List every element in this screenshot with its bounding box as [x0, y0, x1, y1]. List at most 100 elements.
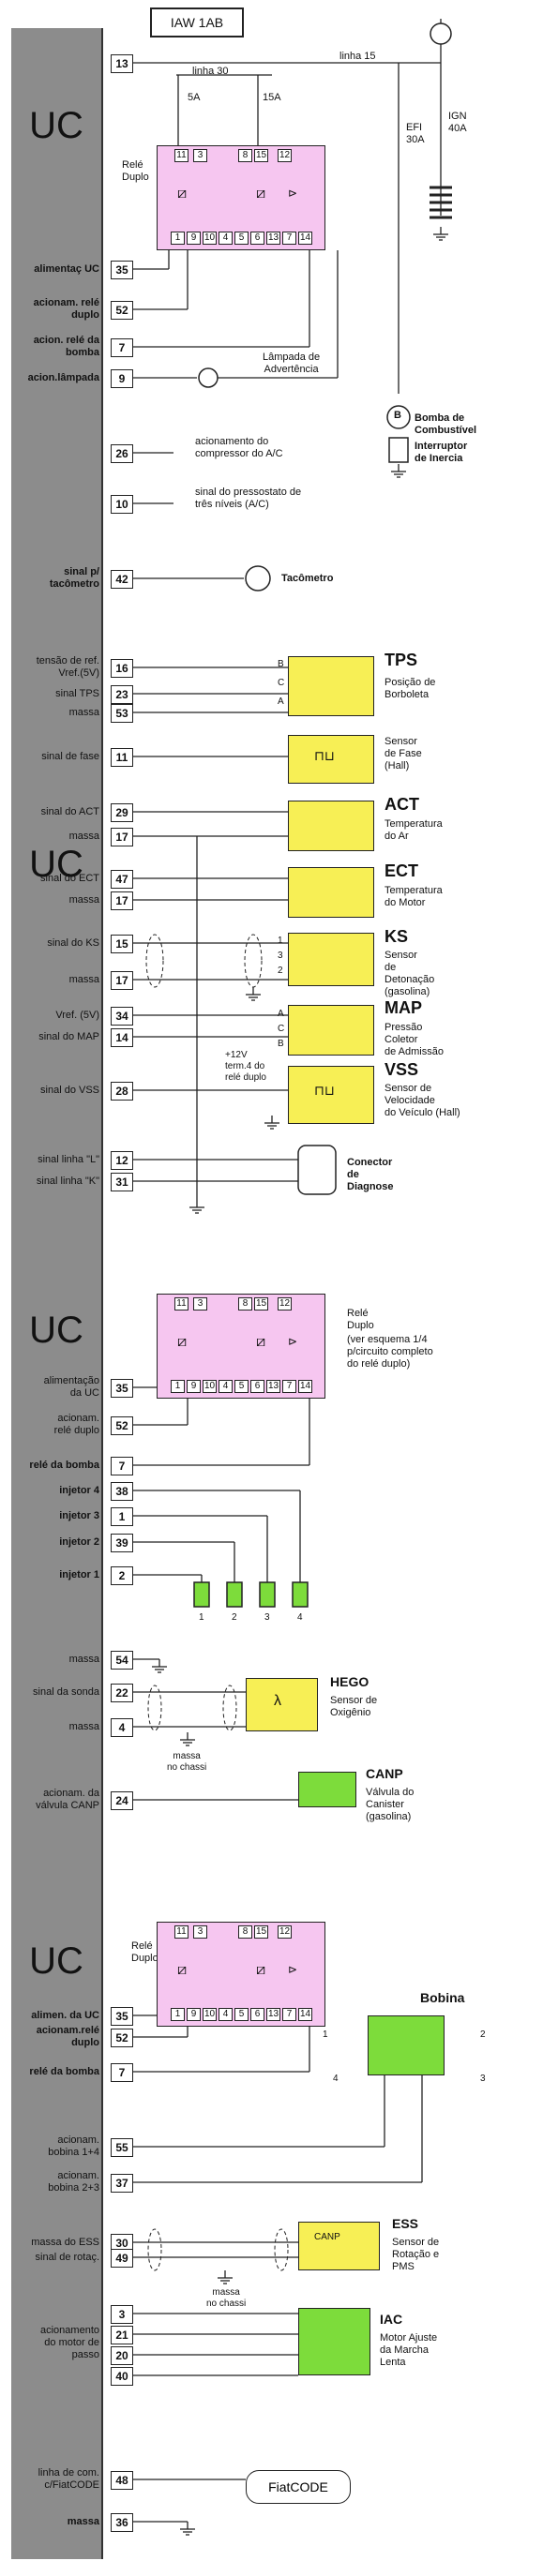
s2-2-pin: 53 [111, 704, 133, 723]
fuse-15a: 15A [263, 92, 281, 103]
ess-shield-2 [274, 2228, 289, 2271]
s2-3-label: sinal de fase [41, 750, 99, 762]
s1-2-pin: 52 [111, 301, 133, 320]
s2-7-pin: 17 [111, 891, 133, 910]
s4-0-label: alimen. da UC [31, 2009, 99, 2021]
relay2-bottom-pin: 1 [171, 1380, 185, 1393]
relay3-bottom-pin: 13 [266, 2008, 280, 2021]
relay3-bottom-pin: 7 [282, 2008, 296, 2021]
s4-4-pin: 37 [111, 2174, 133, 2193]
relay1-bottom-pin: 6 [250, 232, 264, 245]
s4-6-pin: 49 [111, 2249, 133, 2268]
map-name: MAP [385, 998, 422, 1017]
uc-control-unit-bar [11, 28, 103, 2559]
relay2-top-pin: 3 [193, 1297, 207, 1310]
s4-10-pin: 40 [111, 2367, 133, 2386]
ess-icon: CANP [314, 2232, 340, 2242]
s1-1-label: alimentaç UC [34, 262, 99, 275]
s4-4-label: acionam.bobina 2+3 [48, 2170, 99, 2194]
s2-1-label: sinal TPS [55, 687, 99, 699]
s1-6-pin: 10 [111, 495, 133, 514]
ks-pin-2: 2 [278, 966, 283, 976]
relay2-top-pin: 8 [238, 1297, 252, 1310]
pump-letter: B [394, 410, 401, 421]
relay3-bottom-pin: 14 [298, 2008, 312, 2021]
s3-7-label: massa [68, 1653, 99, 1665]
s1-7-pin: 42 [111, 570, 133, 589]
relay2-bottom-pin: 9 [187, 1380, 201, 1393]
ess-name: ESS [392, 2216, 419, 2231]
relay3-bottom-pin: 10 [203, 2008, 217, 2021]
uc-label-2: UC [29, 844, 83, 885]
relay1-switch-2: ⧄ [256, 186, 266, 202]
injector-2-icon [226, 1581, 243, 1608]
relay3-bottom-pin: 5 [234, 2008, 249, 2021]
hall-icon: ⊓⊔ [314, 748, 335, 763]
s2-13-label: sinal linha "L" [38, 1153, 99, 1165]
ks-pin-3: 3 [278, 951, 283, 961]
s2-5-label: massa [68, 830, 99, 842]
s3-3-pin: 38 [111, 1482, 133, 1501]
s3-9-pin: 4 [111, 1718, 133, 1737]
relay2-bottom-pin: 4 [219, 1380, 233, 1393]
iac-name: IAC [380, 2312, 403, 2327]
bobina-num-1: 1 [323, 2029, 328, 2040]
s2-3-pin: 11 [111, 748, 133, 767]
s4-2-pin: 7 [111, 2063, 133, 2082]
s3-5-label: injetor 2 [59, 1535, 99, 1548]
map-pin-A: A [278, 1009, 284, 1019]
s3-2-label: relé da bomba [29, 1459, 99, 1471]
s1-4-label: acion.lâmpada [27, 371, 99, 383]
s3-7-pin: 54 [111, 1651, 133, 1670]
relay1-bottom-pin: 1 [171, 232, 185, 245]
map-pin-B: B [278, 1039, 284, 1049]
s3-4-label: injetor 3 [59, 1509, 99, 1521]
s3-8-label: sinal da sonda [33, 1685, 99, 1698]
diagram-title: IAW 1AB [150, 7, 244, 37]
linha15-label: linha 15 [339, 51, 376, 62]
s2-9-label: massa [68, 973, 99, 985]
s2-11-pin: 14 [111, 1028, 133, 1047]
ks-name: KS [385, 927, 409, 946]
relay2-bottom-pin: 13 [266, 1380, 280, 1393]
relay1-bottom-pin: 7 [282, 232, 296, 245]
hego-sensor [246, 1678, 318, 1731]
s4-7-pin: 3 [111, 2305, 133, 2324]
relay1-top-pin: 12 [278, 149, 292, 162]
relay2-top-pin: 12 [278, 1297, 292, 1310]
injector-1-icon [193, 1581, 210, 1608]
injector-num-2: 2 [232, 1612, 237, 1623]
injector-num-4: 4 [297, 1612, 303, 1623]
relay1-diode: ⊳ [288, 187, 298, 200]
s4-3-pin: 55 [111, 2138, 133, 2157]
s3-6-pin: 2 [111, 1566, 133, 1585]
vss-sensor [288, 1066, 374, 1124]
s2-10-label: Vref. (5V) [55, 1009, 99, 1021]
bobina-name: Bobina [420, 1990, 465, 2005]
relay3-top-pin: 12 [278, 1925, 292, 1939]
s1-7-label: sinal p/tacômetro [49, 566, 99, 590]
tps-sensor [288, 656, 374, 716]
s2-8-label: sinal do KS [47, 936, 99, 949]
tps-pin-A: A [278, 696, 284, 707]
act-name: ACT [385, 795, 419, 814]
relay3-bottom-pin: 4 [219, 2008, 233, 2021]
relay1-bottom-pin: 9 [187, 232, 201, 245]
relay1-bottom-pin: 4 [219, 232, 233, 245]
s4-3-label: acionam.bobina 1+4 [48, 2134, 99, 2158]
s4-12-label: massa [67, 2515, 99, 2527]
